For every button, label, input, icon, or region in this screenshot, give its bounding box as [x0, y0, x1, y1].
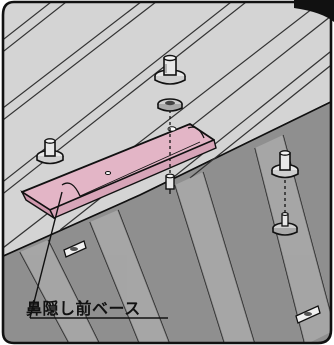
edge-clip-right: [295, 305, 321, 324]
pin-fastener: [165, 173, 175, 194]
bolt-right: [271, 150, 299, 179]
bolt-left: [36, 138, 64, 165]
edge-clip-left: [63, 240, 87, 258]
fastener-lower-right: [272, 212, 298, 236]
corrugation-shading: [20, 135, 331, 343]
corrugated-fascia: [3, 93, 331, 343]
fastener-nut: [157, 98, 183, 112]
corner-tab: [294, 0, 334, 22]
part-caption: 鼻隠し前ベース: [26, 294, 176, 320]
eave-front-base-plate: [20, 123, 217, 220]
caption-label: 鼻隠し前ベース: [26, 299, 141, 318]
bolt-with-washer-top: [154, 54, 186, 85]
caption-leader-line: [29, 191, 63, 319]
